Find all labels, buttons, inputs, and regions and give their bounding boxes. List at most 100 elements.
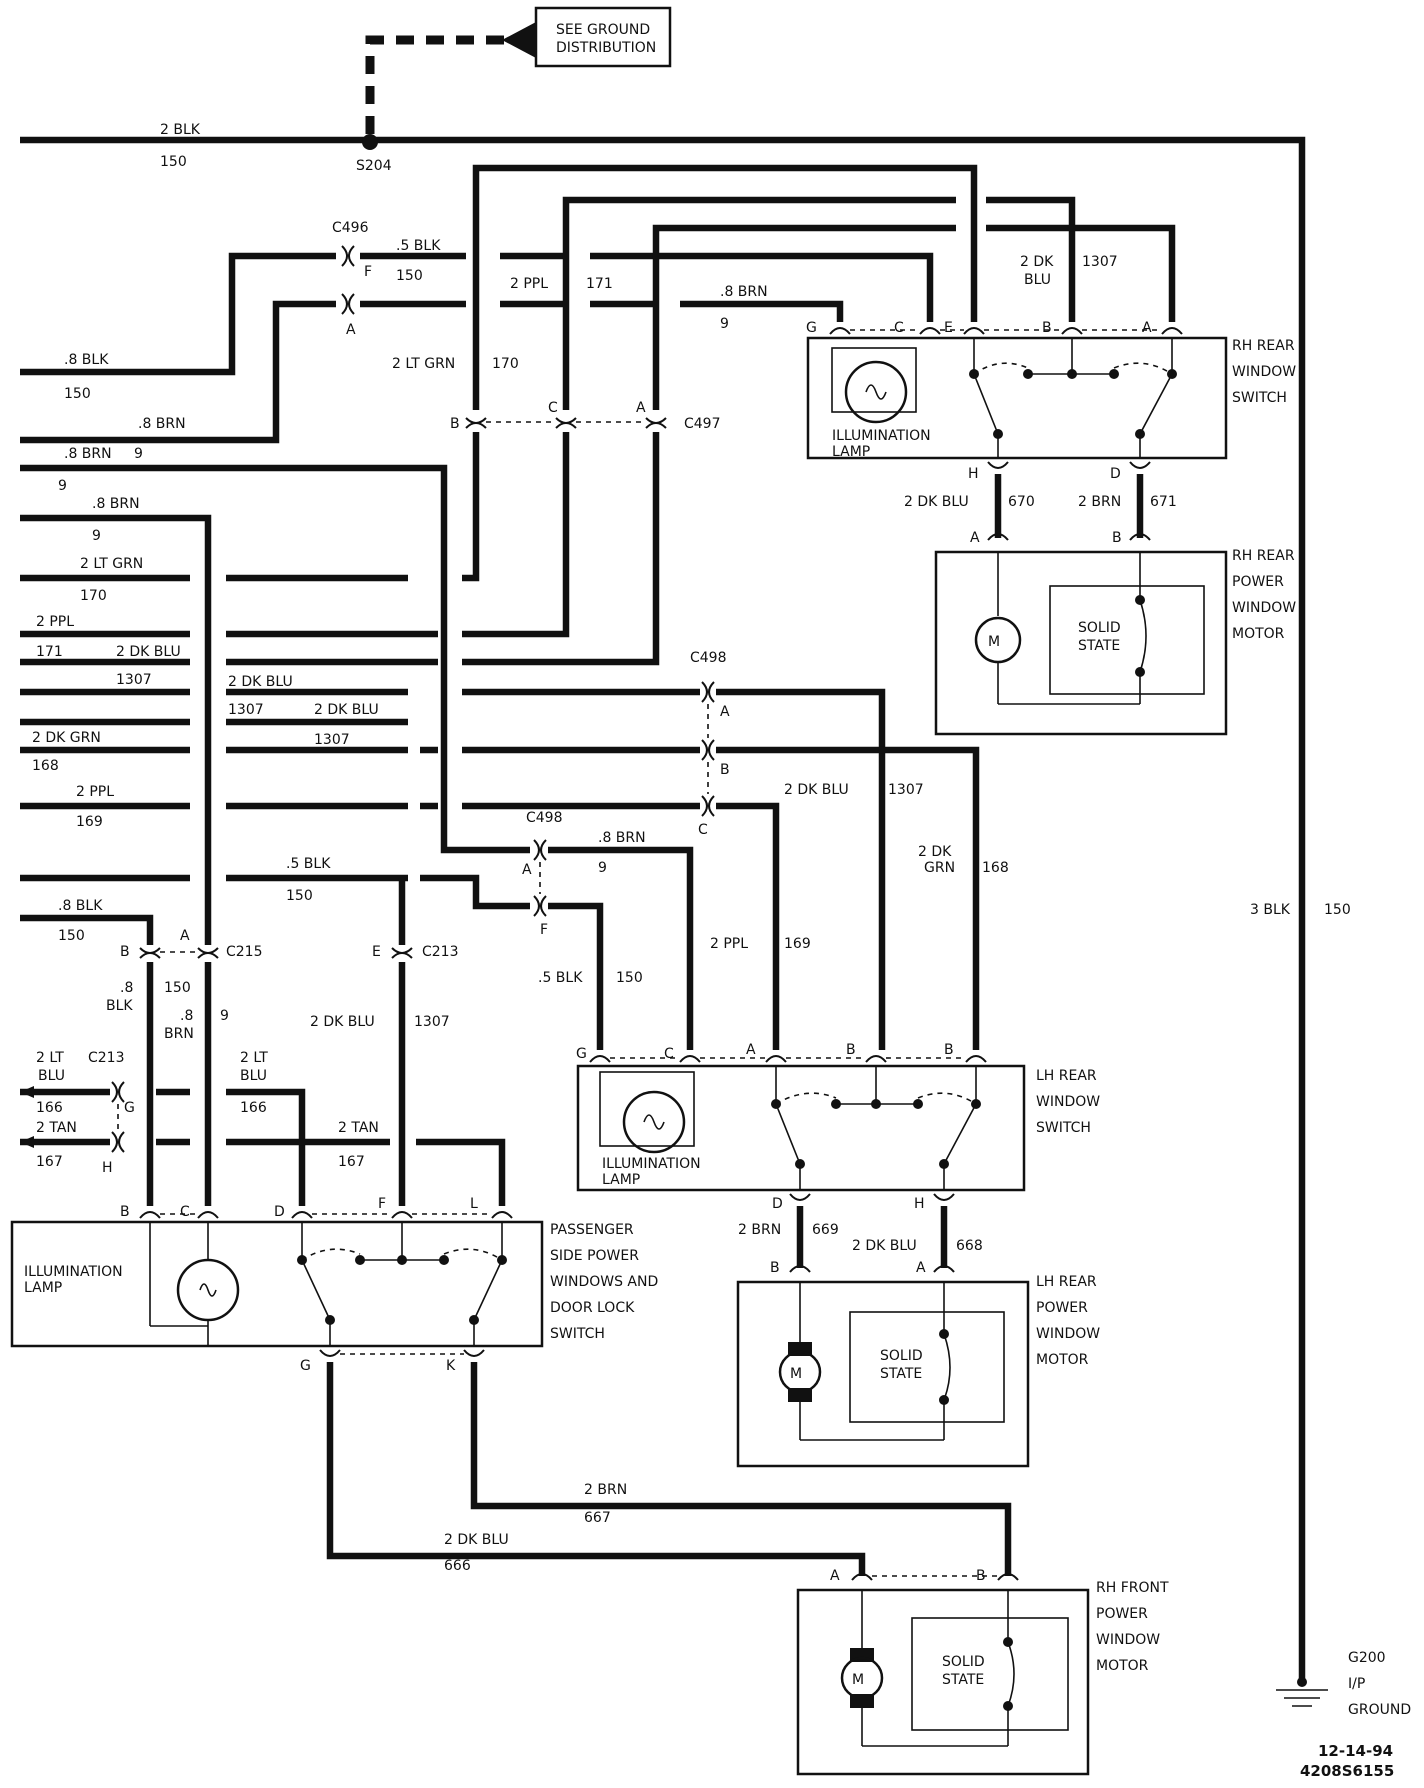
wire-150-c215: 150 xyxy=(164,980,191,996)
pass-switch-l3: WINDOWS AND xyxy=(550,1274,658,1290)
rh-switch-pin-a: A xyxy=(1142,320,1152,336)
wire-671: 671 xyxy=(1150,494,1177,510)
wire-8brn-2: .8 BRN xyxy=(64,446,112,462)
rhf-motor-m: M xyxy=(852,1672,864,1688)
wire-9-1: 9 xyxy=(134,446,143,462)
wire-8brn-top: .8 BRN xyxy=(720,284,768,300)
rh-rear-window-switch xyxy=(806,327,1228,469)
wire-1307-top: 1307 xyxy=(1082,254,1118,270)
wire-blu-top: BLU xyxy=(1024,272,1051,288)
c498-lh-wires xyxy=(716,688,980,1050)
rh-front-motor-wires xyxy=(326,1362,1012,1576)
splice-s204-dot xyxy=(362,134,378,150)
lh-switch-lamp-2: LAMP xyxy=(602,1172,640,1188)
lh-rear-switch-l1: LH REAR xyxy=(1036,1068,1097,1084)
wire-1307-1: 1307 xyxy=(116,672,152,688)
wire-8brn-3: .8 BRN xyxy=(92,496,140,512)
lh-motor-pin-b: B xyxy=(770,1260,780,1276)
rh-front-motor-l1: RH FRONT xyxy=(1096,1580,1169,1596)
pass-pin-b: B xyxy=(120,1204,130,1220)
c213-left-label: C213 xyxy=(88,1050,125,1066)
wire-150-3: 150 xyxy=(58,928,85,944)
c498-top-pin-a: A xyxy=(720,704,730,720)
wire-2dkblu-668: 2 DK BLU xyxy=(852,1238,917,1254)
lh-switch-pin-g: G xyxy=(576,1046,587,1062)
wire-670: 670 xyxy=(1008,494,1035,510)
wire-2dk-top: 2 DK xyxy=(1020,254,1054,270)
wire-1307-c498: 1307 xyxy=(888,782,924,798)
rh-rear-switch-l3: SWITCH xyxy=(1232,390,1287,406)
c497-pin-c: C xyxy=(548,400,558,416)
wire-2lt-l1: 2 LT xyxy=(36,1050,64,1066)
rh-switch-lamp-1: ILLUMINATION xyxy=(832,428,931,444)
pass-pin-f: F xyxy=(378,1196,386,1212)
lh-switch-pin-d: D xyxy=(772,1196,783,1212)
main-wire-circuit: 150 xyxy=(160,154,187,170)
wire-2ltgrn-1: 2 LT GRN xyxy=(80,556,143,572)
wire-171-top: 171 xyxy=(586,276,613,292)
wire-169-lh: 169 xyxy=(784,936,811,952)
ground-line3: GROUND xyxy=(1348,1702,1411,1718)
wire-2lt-r1: 2 LT xyxy=(240,1050,268,1066)
lh-switch-pin-b1: B xyxy=(846,1042,856,1058)
wire-2ppl-top: 2 PPL xyxy=(510,276,548,292)
rhf-motor-ss-2: STATE xyxy=(942,1672,984,1688)
wire-9-c215: 9 xyxy=(220,1008,229,1024)
wire-2dkblu-1: 2 DK BLU xyxy=(116,644,181,660)
ground-drop-circuit: 150 xyxy=(1324,902,1351,918)
main-wire-color: 2 BLK xyxy=(160,122,201,138)
rh-motor-ss-1: SOLID xyxy=(1078,620,1121,636)
connector-c215 xyxy=(139,947,219,1206)
lh-rear-motor-l1: LH REAR xyxy=(1036,1274,1097,1290)
rh-rear-motor-l2: POWER xyxy=(1232,574,1284,590)
lh-rear-switch-l3: SWITCH xyxy=(1036,1120,1091,1136)
wire-1307-3: 1307 xyxy=(314,732,350,748)
wire-2brn-667: 2 BRN xyxy=(584,1482,627,1498)
wire-150-2: 150 xyxy=(286,888,313,904)
wire-8blk-1: .8 BLK xyxy=(64,352,109,368)
wire-150-top: 150 xyxy=(396,268,423,284)
rh-switch-pin-h: H xyxy=(968,466,979,482)
wire-2dkgrn-1: 2 DK GRN xyxy=(32,730,101,746)
footer-date: 12-14-94 xyxy=(1318,1742,1393,1760)
main-ground-bus xyxy=(20,134,1328,1707)
c496-pin-f: F xyxy=(364,264,372,280)
lh-rear-switch-l2: WINDOW xyxy=(1036,1094,1100,1110)
wire-170-1: 170 xyxy=(80,588,107,604)
passenger-side-switch xyxy=(10,1211,544,1357)
pass-lamp-2: LAMP xyxy=(24,1280,62,1296)
pass-switch-l2: SIDE POWER xyxy=(550,1248,639,1264)
c213-left-pin-g: G xyxy=(124,1100,135,1116)
wire-8blk-2: .8 BLK xyxy=(58,898,103,914)
lh-rear-motor-l4: MOTOR xyxy=(1036,1352,1089,1368)
rh-motor-ss-2: STATE xyxy=(1078,638,1120,654)
wire-2ppl-lh: 2 PPL xyxy=(710,936,748,952)
upper-rh-wires xyxy=(360,164,1176,410)
rh-switch-lamp-2: LAMP xyxy=(832,444,870,460)
wire-666: 666 xyxy=(444,1558,471,1574)
c213-left-pin-h: H xyxy=(102,1160,113,1176)
c498-top-pin-c: C xyxy=(698,822,708,838)
wire-5blk-lh: .5 BLK xyxy=(538,970,583,986)
wire-2dkblu-c498: 2 DK BLU xyxy=(784,782,849,798)
left-feeder-wires xyxy=(20,252,700,1206)
c498-mid-pin-a: A xyxy=(522,862,532,878)
rh-motor-m: M xyxy=(988,634,1000,650)
connector-c213-left xyxy=(20,1081,125,1153)
c498-mid-label: C498 xyxy=(526,810,563,826)
rh-rear-motor-l3: WINDOW xyxy=(1232,600,1296,616)
wire-2ltgrn-top: 2 LT GRN xyxy=(392,356,455,372)
wire-2ppl-2: 2 PPL xyxy=(76,784,114,800)
rh-rear-motor-l1: RH REAR xyxy=(1232,548,1295,564)
lh-rear-power-window-motor xyxy=(736,1265,1030,1468)
wire-9-3: 9 xyxy=(92,528,101,544)
wire-2tan-r: 2 TAN xyxy=(338,1120,379,1136)
ground-line2: I/P xyxy=(1348,1676,1365,1692)
c215-pin-b: B xyxy=(120,944,130,960)
pass-pin-c: C xyxy=(180,1204,190,1220)
lh-motor-m: M xyxy=(790,1366,802,1382)
wire-8-brn-l2: BRN xyxy=(164,1026,194,1042)
wire-2dkblu-3: 2 DK BLU xyxy=(314,702,379,718)
c496-pin-a: A xyxy=(346,322,356,338)
